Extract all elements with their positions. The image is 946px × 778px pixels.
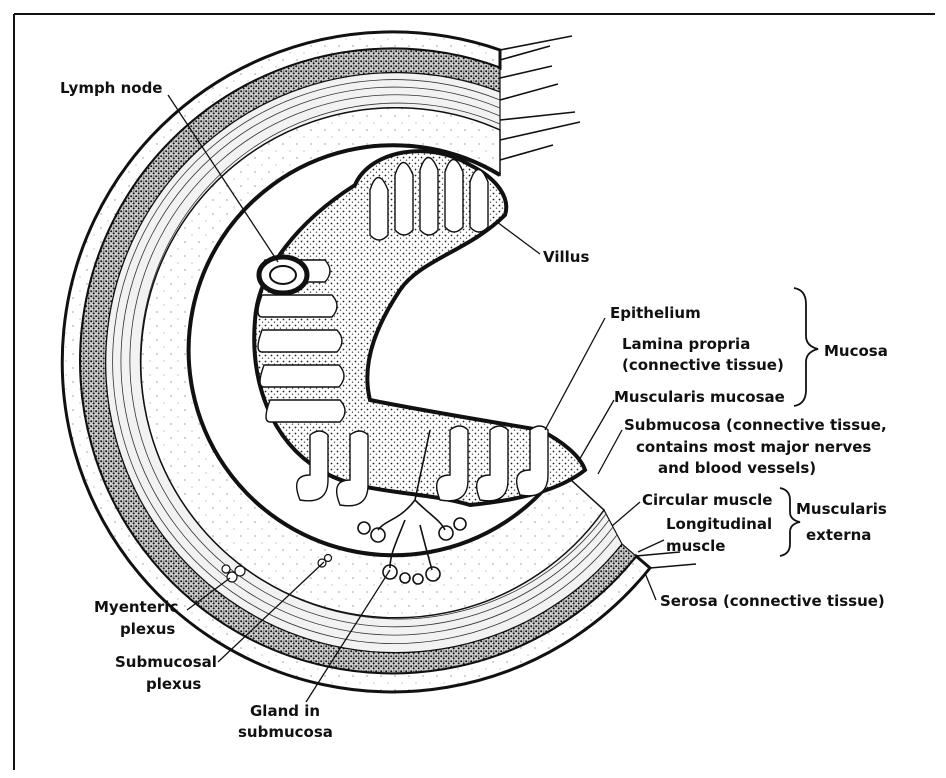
villus-shape (445, 160, 463, 233)
leader-circular-muscle (612, 502, 640, 526)
label-submucosa-1: Submucosa (connective tissue, (624, 416, 887, 434)
label-gland-1: Gland in (250, 702, 320, 720)
label-epithelium: Epithelium (610, 304, 701, 322)
muscularis-externa-brace (780, 488, 800, 556)
villus-shape (370, 178, 388, 241)
leader-submucosa (598, 430, 622, 474)
label-submucosa-3: and blood vessels) (658, 459, 816, 477)
label-longitudinal-2: muscle (666, 537, 725, 555)
label-muscularis-externa-1: Muscularis (796, 500, 887, 518)
leader-longitudinal-muscle (638, 540, 664, 552)
leader-serosa (645, 573, 656, 600)
label-villus: Villus (543, 248, 589, 266)
label-submucosal-1: Submucosal (115, 653, 217, 671)
villus-shape (260, 365, 344, 387)
label-lymph-node: Lymph node (60, 79, 162, 97)
intestinal-wall (62, 32, 696, 692)
label-muscularis-mucosae: Muscularis mucosae (614, 388, 785, 406)
label-submucosal-2: plexus (146, 675, 201, 693)
mucosa-brace (794, 288, 818, 406)
villus-shape (395, 163, 413, 236)
leader-villus (497, 222, 540, 254)
villus-shape (258, 330, 342, 352)
villus-shape (420, 158, 438, 236)
label-mucosa: Mucosa (824, 342, 888, 360)
label-lamina-propria-sub: (connective tissue) (622, 356, 784, 374)
label-gland-2: submucosa (238, 723, 333, 741)
label-serosa: Serosa (connective tissue) (660, 592, 885, 610)
lymph-node (259, 257, 307, 293)
label-lamina-propria: Lamina propria (622, 335, 750, 353)
villus-shape (258, 295, 337, 317)
label-muscularis-externa-2: externa (806, 526, 871, 544)
villus-shape (470, 170, 488, 233)
label-submucosa-2: contains most major nerves (636, 438, 871, 456)
leader-epithelium (545, 318, 605, 430)
label-longitudinal-1: Longitudinal (666, 515, 772, 533)
label-circular-muscle: Circular muscle (642, 491, 772, 509)
label-myenteric-2: plexus (120, 620, 175, 638)
leader-muscularis-mucosae (578, 400, 614, 462)
villus-shape (266, 400, 345, 422)
label-myenteric-1: Myenteric (94, 598, 178, 616)
